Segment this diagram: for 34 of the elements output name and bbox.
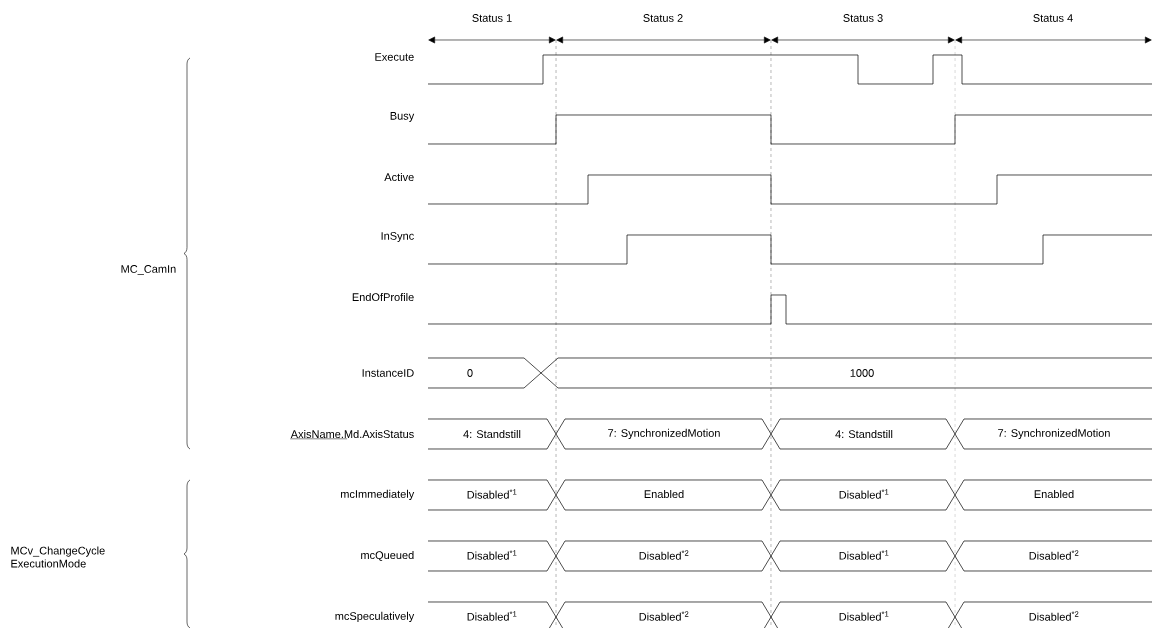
bus-value: Disabled$^{*1}$ — [467, 489, 517, 499]
bus-value: Disabled$^{*2}$ — [1029, 550, 1079, 560]
bus-value: 0 — [467, 369, 473, 377]
signal-label: mcSpeculatively — [335, 611, 415, 623]
group-label: MC_CamIn — [121, 265, 176, 275]
signal-label: EndOfProfile — [352, 292, 414, 302]
group-label: MCv_ChangeCycle ExecutionMode — [11, 546, 105, 568]
bus-value: 4: Standstill — [463, 429, 521, 439]
signal-label: mcImmediately — [341, 489, 415, 501]
bus-value: Disabled$^{*1}$ — [467, 550, 517, 560]
bus-value: Disabled$^{*1}$ — [467, 611, 517, 621]
bus-value: Enabled — [1034, 489, 1074, 499]
bus-value: 7: SynchronizedMotion — [608, 428, 720, 440]
bus-value: Disabled$^{*2}$ — [1029, 611, 1079, 621]
bus-value: Disabled$^{*2}$ — [639, 611, 689, 621]
bus-value: 7: SynchronizedMotion — [998, 428, 1110, 440]
bus-value: Disabled$^{*1}$ — [839, 550, 889, 560]
status-label: Status 1 — [472, 14, 512, 22]
bus-value: Disabled$^{*1}$ — [839, 489, 889, 499]
signal-label: Busy — [390, 112, 415, 122]
signal-label: InSync — [381, 232, 414, 242]
signal-label: AxisName.Md.AxisStatus — [290, 429, 414, 439]
bus-value: Disabled$^{*2}$ — [639, 550, 689, 560]
bus-value: Enabled — [644, 489, 684, 499]
status-label: Status 3 — [843, 14, 883, 22]
bus-value: Disabled$^{*1}$ — [839, 611, 889, 621]
signal-label: Active — [384, 172, 414, 182]
status-label: Status 2 — [643, 14, 683, 22]
bus-value: 4: Standstill — [835, 429, 893, 439]
signal-label: Execute — [375, 53, 414, 61]
bus-value: 1000 — [850, 369, 874, 377]
signal-label: mcQueued — [361, 550, 414, 561]
status-label: Status 4 — [1033, 14, 1073, 22]
signal-label: InstanceID — [362, 369, 414, 377]
